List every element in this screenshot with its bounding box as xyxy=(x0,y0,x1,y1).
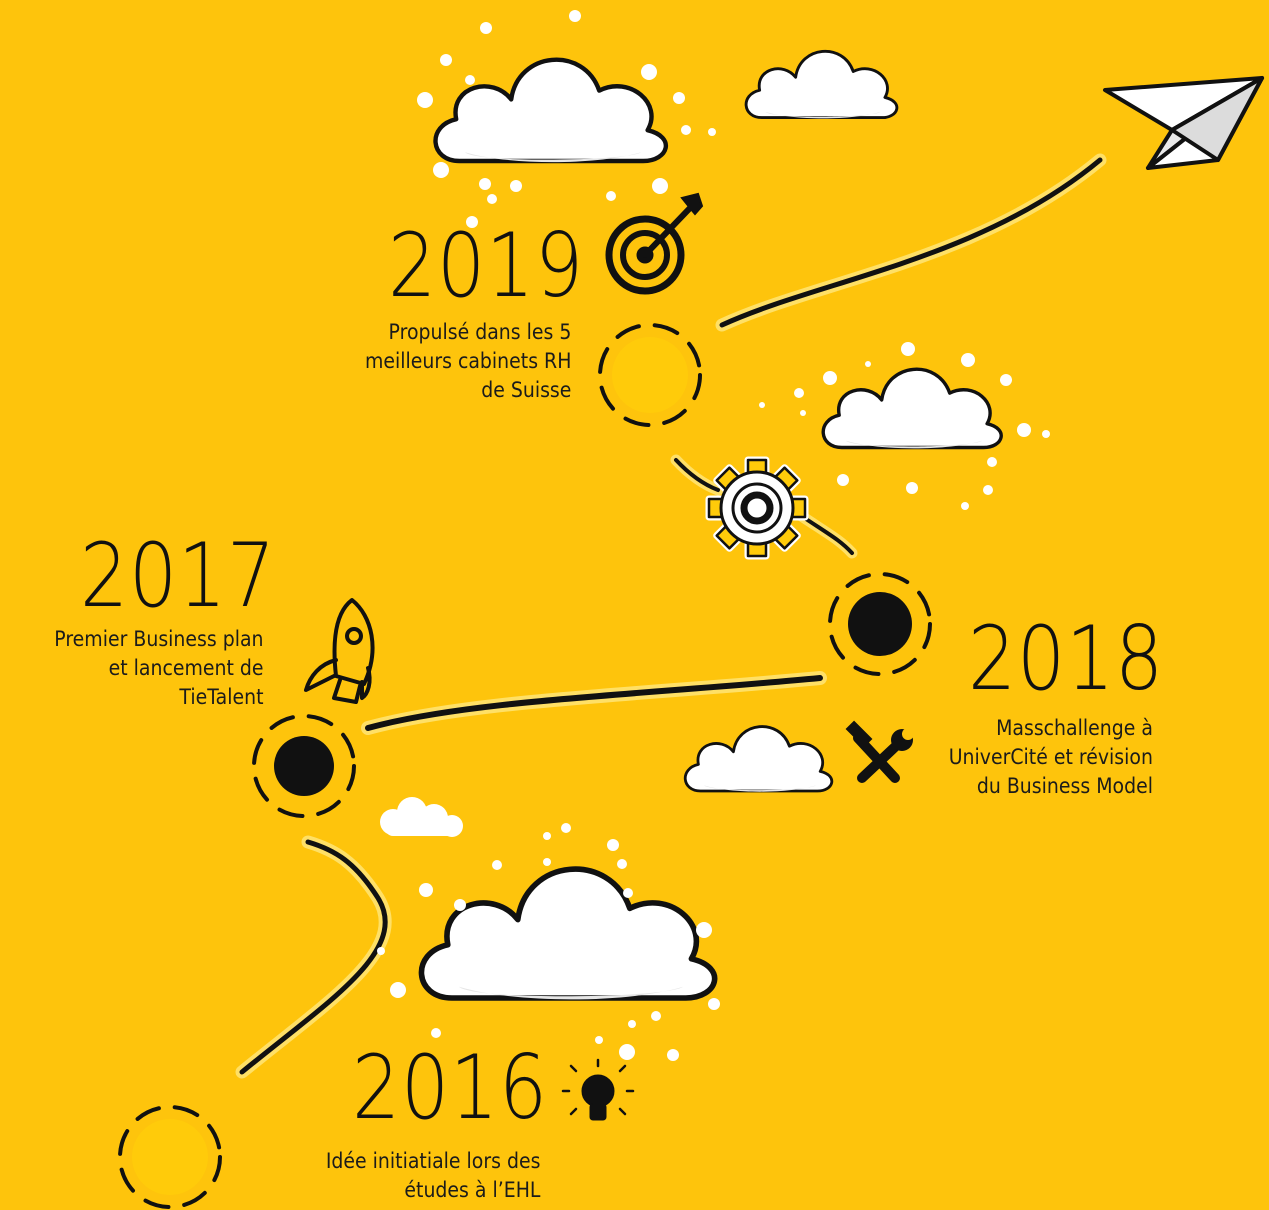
cloud-icon xyxy=(683,725,834,794)
node-2018 xyxy=(828,572,932,676)
gear-icon xyxy=(705,456,809,560)
milestone-2016-description: Idée initiatiale lors des études à l’EHL xyxy=(325,1149,540,1202)
target-icon xyxy=(605,192,704,295)
milestone-2019-description: Propulsé dans les 5 meilleurs cabinets R… xyxy=(364,320,571,402)
year-2019: 2019 xyxy=(388,214,585,317)
lightbulb-icon xyxy=(561,1058,635,1121)
year-2017: 2017 xyxy=(80,524,277,627)
node-2017 xyxy=(252,714,356,818)
cloud-icon xyxy=(380,797,463,837)
node-2016 xyxy=(118,1105,222,1209)
timeline-path xyxy=(235,153,1107,1079)
milestone-2017-description: Premier Business plan et lancement de Ti… xyxy=(54,627,264,709)
tools-icon xyxy=(845,720,914,783)
cloud-icon xyxy=(421,869,714,999)
year-2016: 2016 xyxy=(352,1036,549,1139)
cloud-icon xyxy=(744,49,899,120)
decorative-dots xyxy=(377,10,1050,1061)
cloud-icon xyxy=(821,367,1003,451)
node-2019 xyxy=(598,323,702,427)
rocket-icon xyxy=(304,598,375,704)
year-2018: 2018 xyxy=(968,607,1165,710)
milestone-2018-description: Masschallenge à UniverCité et révision d… xyxy=(948,716,1153,798)
paper-plane-icon xyxy=(1103,76,1264,170)
